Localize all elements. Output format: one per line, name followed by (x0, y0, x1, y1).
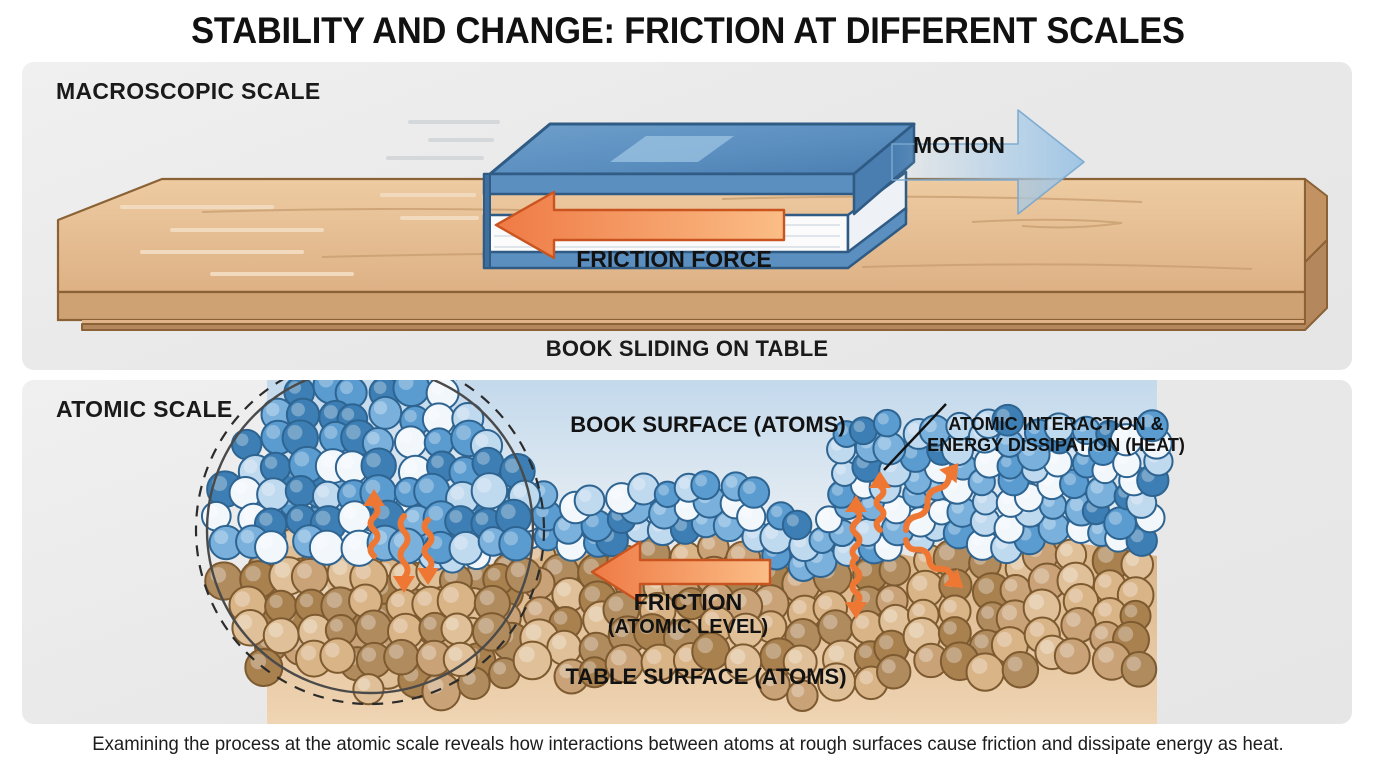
atom (262, 617, 300, 655)
macroscopic-caption: BOOK SLIDING ON TABLE (545, 336, 829, 361)
atom (355, 609, 393, 647)
atomic-friction-label-line2: (ATOMIC LEVEL) (608, 616, 768, 638)
atomic-panel: ATOMIC SCALE (22, 380, 1352, 724)
atom (607, 615, 648, 656)
atom (850, 610, 885, 645)
atom (383, 638, 420, 676)
atom (440, 612, 474, 646)
atomic-panel-label: ATOMIC SCALE (56, 396, 233, 422)
atom (473, 584, 512, 623)
atom (444, 505, 477, 538)
atom (817, 609, 854, 646)
atom (512, 640, 553, 681)
atom (640, 643, 679, 682)
motion-label: MOTION (913, 132, 1005, 158)
atom (348, 583, 383, 619)
atomic-illustration: BOOK SURFACE (ATOMS) TABLE SURFACE (ATOM… (194, 380, 1185, 724)
atom (816, 662, 857, 702)
atom (392, 380, 431, 408)
atom (848, 416, 878, 446)
heat-arrow-icon (869, 471, 891, 533)
atom (471, 612, 512, 652)
atom (875, 654, 912, 690)
macroscopic-panel: MACROSCOPIC SCALE (22, 62, 1352, 370)
heat-arrow-icon (902, 463, 959, 533)
atom (782, 644, 818, 680)
heat-label-line2: ENERGY DISSIPATION (HEAT) (927, 435, 1185, 455)
motion-arrow (891, 109, 1085, 215)
atomic-friction-label-line1: FRICTION (634, 589, 743, 615)
page-title: STABILITY AND CHANGE: FRICTION AT DIFFER… (191, 10, 1185, 51)
atom (878, 603, 913, 639)
atom (288, 445, 326, 484)
atom (1022, 588, 1062, 627)
atom (781, 509, 813, 541)
atom (604, 643, 644, 684)
atom (815, 505, 843, 534)
atom (991, 403, 1025, 437)
atom (231, 609, 269, 647)
atom (254, 530, 289, 565)
atom (724, 643, 763, 682)
atom (498, 525, 534, 562)
heat-arrow-icon (363, 489, 385, 559)
atom (284, 474, 317, 508)
atom (872, 408, 902, 438)
friction-force-arrow (494, 190, 786, 260)
speed-lines (386, 120, 500, 160)
atom (415, 639, 453, 677)
atom (1001, 650, 1040, 689)
heat-leader-line (883, 403, 947, 471)
heat-arrow-icon (417, 517, 439, 585)
heat-arrow-icon (903, 536, 964, 589)
footer-caption: Examining the process at the atomic scal… (92, 733, 1284, 755)
atom (872, 431, 907, 466)
atom (495, 498, 533, 536)
atom (1054, 538, 1088, 572)
atom (965, 652, 1005, 692)
atom (758, 668, 791, 701)
atom (1135, 409, 1169, 443)
magnifier-circle (194, 380, 546, 706)
atom (448, 530, 484, 566)
heat-label-line1: ATOMIC INTERACTION & (948, 414, 1163, 434)
atom (690, 470, 721, 501)
atom (442, 641, 479, 678)
atom (393, 425, 428, 459)
table-surface-label: TABLE SURFACE (ATOMS) (565, 664, 846, 689)
atom (208, 524, 244, 561)
atom (470, 472, 509, 510)
atom (632, 613, 672, 652)
book-surface-label: BOOK SURFACE (ATOMS) (570, 412, 845, 437)
atom (737, 476, 771, 509)
atom (1053, 637, 1091, 675)
atom (319, 637, 356, 674)
atom (1103, 506, 1137, 541)
atom (699, 581, 735, 618)
atom (1120, 651, 1158, 688)
atom (337, 500, 372, 535)
atom (334, 380, 368, 410)
atom-layer (200, 380, 1174, 712)
atom (993, 512, 1025, 544)
macroscopic-panel-label: MACROSCOPIC SCALE (56, 78, 321, 104)
atom (786, 679, 819, 712)
atom (691, 631, 731, 671)
atom (368, 395, 403, 430)
heat-arrow-icon (845, 495, 867, 561)
atomic-friction-arrow (590, 540, 772, 604)
atom (421, 671, 461, 712)
atom (573, 484, 606, 517)
atom (308, 529, 345, 566)
heat-arrow-icon (393, 513, 415, 593)
atom (627, 472, 661, 506)
atom (290, 557, 329, 596)
atom (352, 673, 385, 706)
heat-arrow-layer (363, 463, 964, 619)
macroscopic-illustration: MOTION FRICTION FORCE (56, 109, 1328, 331)
heat-arrow-icon (845, 555, 867, 619)
friction-force-label: FRICTION FORCE (576, 246, 772, 272)
